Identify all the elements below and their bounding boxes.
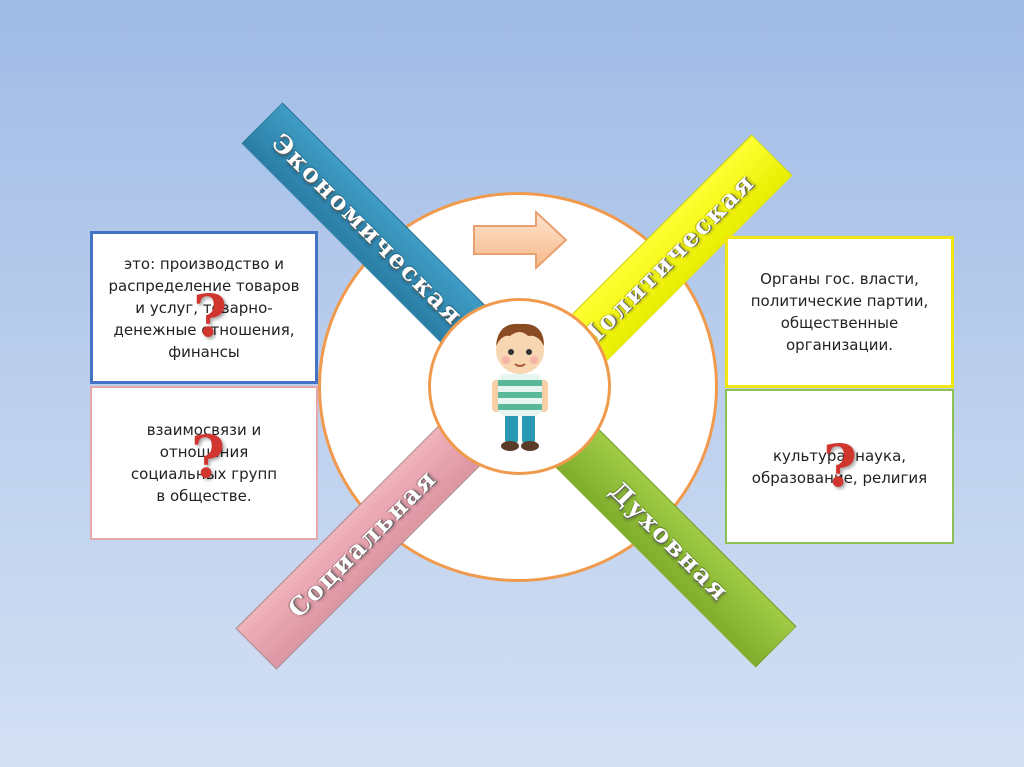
- political-description-box: Органы гос. власти, политические партии,…: [725, 236, 954, 388]
- question-mark-icon: ?: [191, 428, 225, 486]
- arrow-right-icon: [470, 208, 570, 272]
- question-mark-icon: ?: [823, 437, 857, 495]
- question-mark-icon: ?: [193, 287, 227, 345]
- boy-icon: [480, 314, 560, 454]
- political-description-text: Органы гос. власти, политические партии,…: [738, 268, 941, 356]
